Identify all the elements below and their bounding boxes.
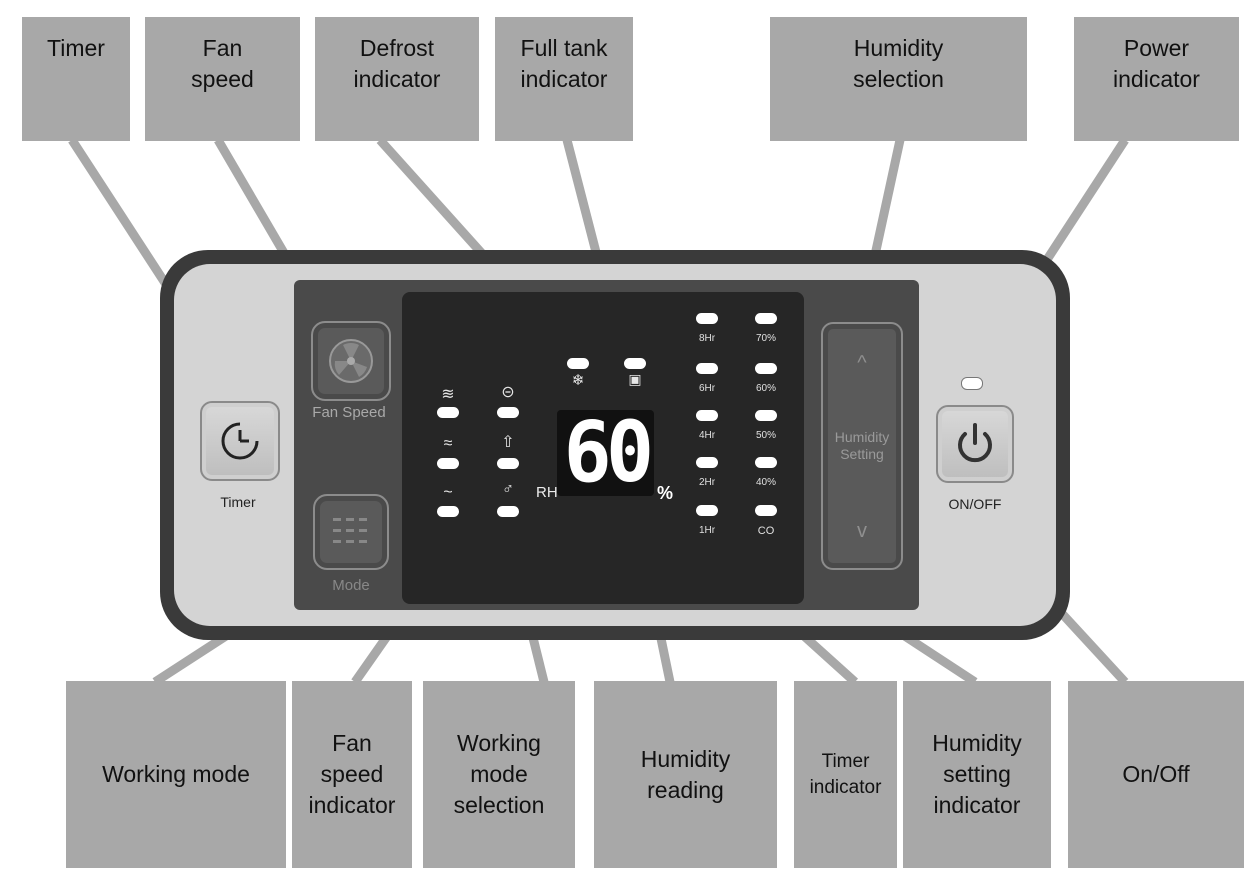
power-indicator-led	[961, 377, 983, 390]
on-off-button-label: ON/OFF	[948, 496, 1002, 512]
timer-button-label: Timer	[220, 494, 256, 510]
defrost-led	[567, 358, 589, 369]
label-working-mode: Working mode	[66, 681, 286, 868]
label-humidity-reading: Humidity reading	[594, 681, 777, 868]
humidity-60-led	[755, 363, 777, 374]
tank-icon: ▣	[628, 371, 642, 387]
humidity-40-label: 40%	[755, 477, 776, 488]
timer-1hr-led	[696, 505, 718, 516]
rh-label: RH	[536, 484, 558, 501]
label-on-off: On/Off	[1068, 681, 1244, 868]
mode-laundry-icon: ⇧	[501, 434, 515, 451]
mode-dehumidify-icon: ⊝	[501, 384, 515, 401]
mode-grid-icon	[333, 518, 367, 543]
fan-speed-low-icon: ~	[443, 484, 453, 501]
fan-icon	[329, 339, 373, 383]
timer-8hr-led	[696, 313, 718, 324]
timer-button[interactable]	[200, 401, 280, 481]
fan-speed-button[interactable]	[311, 321, 391, 401]
humidity-70-label: 70%	[755, 333, 776, 344]
label-timer: Timer	[22, 17, 130, 141]
full-tank-led	[624, 358, 646, 369]
clock-icon	[221, 422, 259, 460]
fan-speed-mid-icon: ≈	[443, 435, 453, 452]
chevron-down-icon[interactable]: v	[857, 520, 867, 542]
humidity-50-led	[755, 410, 777, 421]
humidity-70-led	[755, 313, 777, 324]
label-defrost-indicator: Defrost indicator	[315, 17, 479, 141]
mode-continuous-led	[497, 506, 519, 517]
humidity-60-label: 60%	[755, 383, 776, 394]
mode-laundry-led	[497, 458, 519, 469]
humidity-co-led	[755, 505, 777, 516]
humidity-40-led	[755, 457, 777, 468]
timer-8hr-label: 8Hr	[698, 333, 716, 344]
label-working-mode-selection: Working mode selection	[423, 681, 575, 868]
mode-button[interactable]	[313, 494, 389, 570]
mode-button-label: Mode	[332, 577, 370, 594]
humidity-50-label: 50%	[755, 430, 776, 441]
timer-2hr-led	[696, 457, 718, 468]
mode-dehumidify-led	[497, 407, 519, 418]
humidity-setting-label: Humidity Setting	[834, 429, 890, 462]
timer-6hr-led	[696, 363, 718, 374]
timer-4hr-label: 4Hr	[698, 430, 716, 441]
defrost-icon: ❄	[571, 372, 585, 389]
label-humidity-selection: Humidity selection	[770, 17, 1027, 141]
fan-speed-high-icon: ≋	[441, 386, 455, 403]
fan-speed-button-label: Fan Speed	[312, 404, 386, 421]
label-full-tank-indicator: Full tank indicator	[495, 17, 633, 141]
label-fan-speed: Fan speed	[145, 17, 300, 141]
mode-continuous-icon: ♂	[502, 481, 514, 498]
humidity-display-window	[557, 410, 654, 496]
label-fan-speed-indicator: Fan speed indicator	[292, 681, 412, 868]
chevron-up-icon[interactable]: ^	[857, 352, 867, 374]
fan-speed-low-led	[437, 506, 459, 517]
power-icon	[958, 423, 992, 463]
on-off-button[interactable]	[936, 405, 1014, 483]
humidity-setting-rocker[interactable]: ^ Humidity Setting v	[821, 322, 903, 570]
timer-6hr-label: 6Hr	[698, 383, 716, 394]
label-power-indicator: Power indicator	[1074, 17, 1239, 141]
label-timer-indicator: Timer indicator	[794, 681, 897, 868]
humidity-co-label: CO	[757, 525, 775, 537]
humidity-reading-value: 60	[563, 403, 654, 501]
fan-speed-mid-led	[437, 458, 459, 469]
timer-4hr-led	[696, 410, 718, 421]
timer-1hr-label: 1Hr	[698, 525, 716, 536]
percent-sign: %	[657, 483, 674, 503]
fan-speed-high-led	[437, 407, 459, 418]
timer-2hr-label: 2Hr	[698, 477, 716, 488]
label-humidity-setting-indicator: Humidity setting indicator	[903, 681, 1051, 868]
